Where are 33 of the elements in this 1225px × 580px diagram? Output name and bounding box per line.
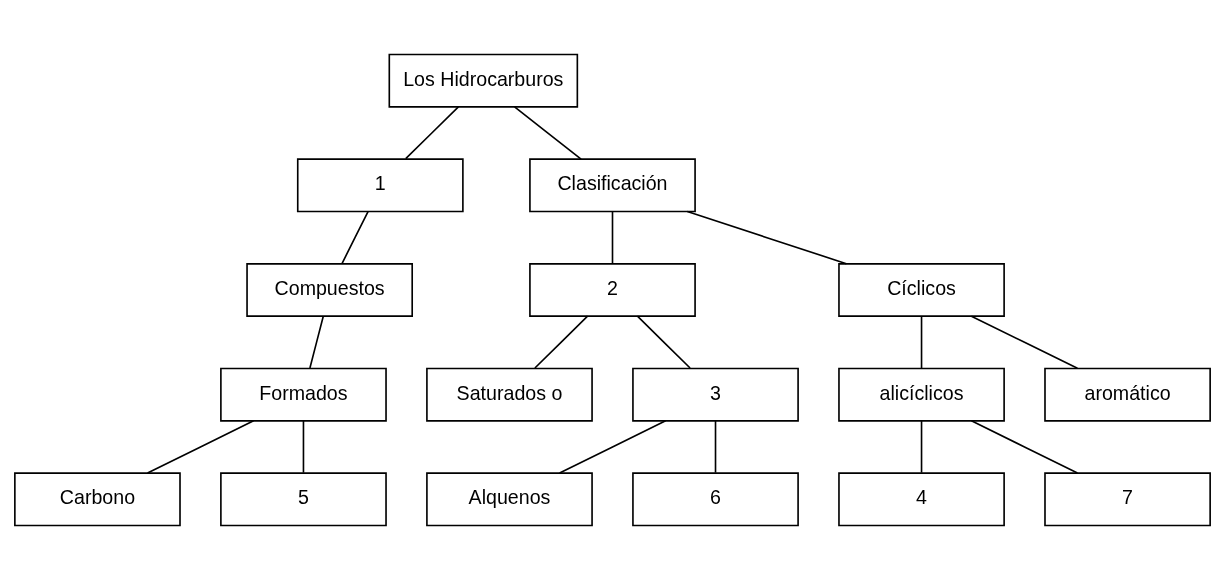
connector — [970, 420, 1079, 474]
node-box: Alquenos — [426, 472, 593, 527]
node-box: Cíclicos — [838, 263, 1005, 317]
connector — [146, 420, 255, 474]
connector — [920, 315, 923, 369]
connector — [920, 420, 923, 474]
node-box: aromático — [1044, 367, 1211, 422]
node-box: Compuestos — [246, 263, 413, 317]
connector — [302, 420, 305, 474]
connector — [636, 315, 691, 369]
connector — [611, 210, 614, 265]
connector — [341, 210, 369, 265]
connector — [714, 420, 717, 474]
node-box: 4 — [838, 472, 1005, 527]
connector — [686, 210, 848, 265]
node-box: Los Hidrocarburos — [388, 53, 579, 108]
connector — [513, 106, 582, 160]
connector — [404, 106, 460, 160]
node-box: 7 — [1044, 472, 1211, 527]
node-box: 2 — [529, 263, 696, 317]
node-box: Clasificación — [529, 158, 696, 213]
node-box: 6 — [632, 472, 799, 527]
node-box: Carbono — [14, 472, 181, 527]
connector — [309, 315, 325, 369]
node-box: 5 — [220, 472, 387, 527]
node-box: Saturados o — [426, 367, 593, 422]
connector — [558, 420, 667, 474]
connector — [534, 315, 589, 369]
node-box: Formados — [220, 367, 387, 422]
node-box: alicíclicos — [838, 367, 1005, 422]
node-box: 3 — [632, 367, 799, 422]
node-box: 1 — [296, 158, 464, 213]
connector — [970, 315, 1079, 370]
